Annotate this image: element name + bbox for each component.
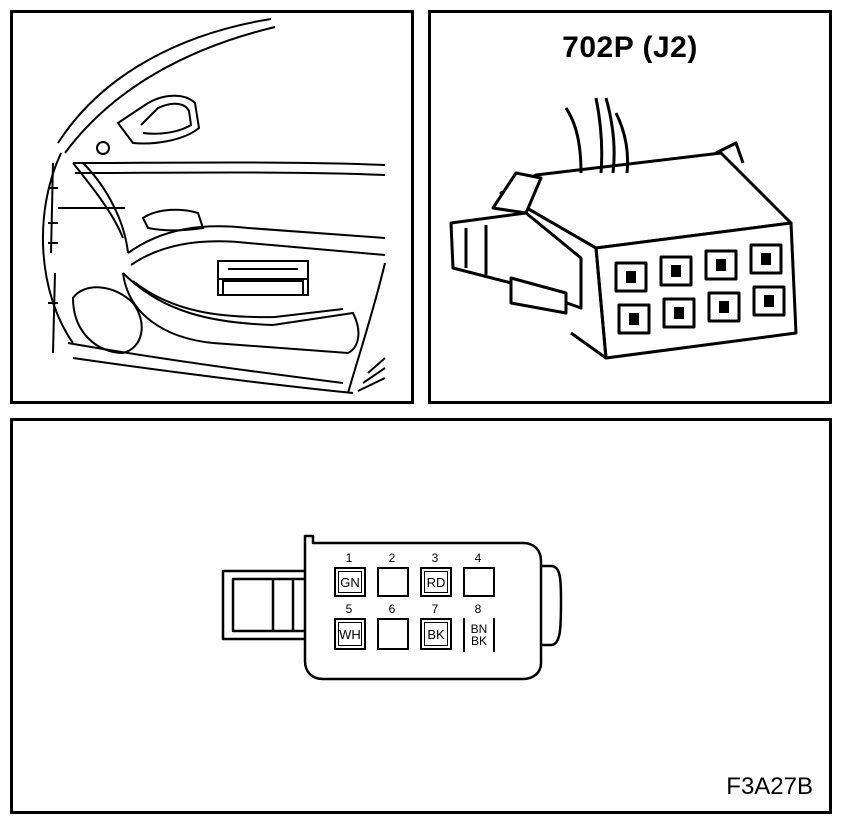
pin-cavity: RD: [420, 567, 452, 597]
pin-cavity: WH: [334, 618, 366, 650]
connector-illustration-panel: 702P (J2): [428, 10, 832, 404]
door-interior-drawing: [42, 18, 386, 394]
pin-number: 4: [474, 551, 482, 565]
connector-face-outline: [221, 534, 563, 681]
pin-8-color-bottom: BK: [470, 634, 487, 648]
pin-number: 2: [388, 551, 396, 565]
pin-number: 8: [474, 602, 482, 616]
pin-cavity: [377, 567, 409, 597]
pin-number: 1: [345, 551, 353, 565]
door-location-panel: [10, 10, 414, 404]
pin-cavity: [377, 618, 409, 650]
pin-number: 6: [388, 602, 396, 616]
pin-cavity: GN: [334, 567, 366, 597]
pin-cavity: [463, 567, 495, 597]
pin-number: 5: [345, 602, 353, 616]
pin-cavity-8: BN BK: [463, 618, 495, 652]
pin-number: 3: [431, 551, 439, 565]
pinout-panel: 1 2 3 4 GN RD 5 6 7 8 WH BK BN BK F3A27B: [10, 418, 832, 814]
connector-title: 702P (J2): [562, 31, 698, 64]
figure-id: F3A27B: [726, 773, 813, 800]
pin-number: 7: [431, 602, 439, 616]
pin-cavity: BK: [420, 618, 452, 650]
pin-8-color-top: BN: [470, 622, 488, 636]
connector-3d-drawing: [449, 97, 798, 360]
